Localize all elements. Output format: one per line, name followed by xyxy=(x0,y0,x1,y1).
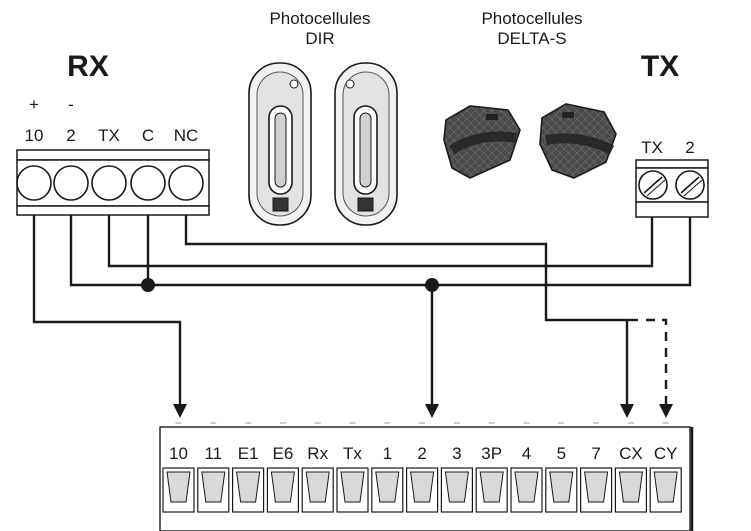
board-terminal-label-e6: E6 xyxy=(273,444,294,463)
board-terminal-clamp-cx xyxy=(618,471,643,503)
board-terminal-label-3: 3 xyxy=(452,444,461,463)
control-board-strip: 10 11 E1 E6 Rx Tx 1 2 3 3P 4 5 7 CX CY xyxy=(159,422,694,531)
rx-screw-nc xyxy=(168,165,204,201)
photocell-dir-left xyxy=(248,62,312,226)
board-terminal-label-3p: 3P xyxy=(481,444,502,463)
board-terminal-label-tx: Tx xyxy=(343,444,362,463)
arrow-to-cy xyxy=(659,404,673,418)
board-terminal-label-cx: CX xyxy=(619,444,643,463)
board-terminal-clamp-5 xyxy=(549,471,574,503)
board-terminal-clamp-tx xyxy=(340,471,365,503)
wire-rx-10-to-10 xyxy=(32,215,182,405)
board-terminal-label-5: 5 xyxy=(557,444,566,463)
board-terminal-label-1: 1 xyxy=(383,444,392,463)
board-terminal-label-cy: CY xyxy=(654,444,678,463)
rx-polarity-plus: + xyxy=(29,95,39,114)
arrow-to-cx xyxy=(620,404,634,418)
board-terminal-clamp-3p xyxy=(479,471,504,503)
board-terminal-label-10: 10 xyxy=(169,444,188,463)
photocell-delta-left xyxy=(443,105,521,179)
board-terminal-label-4: 4 xyxy=(522,444,531,463)
wire-rx-2-to-tx-2 xyxy=(69,215,692,287)
board-terminal-clamp-10 xyxy=(166,471,191,503)
arrow-to-10 xyxy=(173,404,187,418)
rx-screw-2 xyxy=(53,165,89,201)
rx-terminal-label-2: 2 xyxy=(66,126,75,145)
photocell-delta-right xyxy=(539,103,617,179)
board-terminal-clamp-1 xyxy=(375,471,400,503)
rx-title: RX xyxy=(67,50,109,83)
rx-screw-c xyxy=(130,165,166,201)
junction-dot-left xyxy=(141,278,155,292)
board-terminal-clamp-rx xyxy=(305,471,330,503)
board-terminal-label-rx: Rx xyxy=(307,444,328,463)
board-terminal-label-e1: E1 xyxy=(238,444,259,463)
rx-terminal-label-c: C xyxy=(142,126,154,145)
tx-terminal-label-tx: TX xyxy=(641,138,663,157)
wires xyxy=(32,215,692,418)
photocell-dir-right xyxy=(334,62,398,226)
wire-rx-nc-to-cx xyxy=(184,215,629,405)
board-terminal-clamp-3 xyxy=(444,471,469,503)
photocell-dir-caption-line1: Photocellules xyxy=(269,9,370,28)
board-terminal-clamp-7 xyxy=(584,471,609,503)
tx-terminal-label-2: 2 xyxy=(685,138,694,157)
arrow-to-2 xyxy=(425,404,439,418)
board-terminal-clamp-e6 xyxy=(270,471,295,503)
board-terminal-label-11: 11 xyxy=(204,444,222,463)
photocell-delta-caption-line2: DELTA-S xyxy=(497,29,566,48)
photocell-dir-caption-line2: DIR xyxy=(305,29,334,48)
wire-cy-dashed xyxy=(646,318,668,405)
board-terminal-clamp-cy xyxy=(653,471,678,503)
rx-terminal-label-10: 10 xyxy=(25,126,44,145)
board-terminal-clamp-e1 xyxy=(236,471,261,503)
rx-terminal-block xyxy=(16,149,210,216)
rx-polarity-minus: - xyxy=(68,95,74,114)
board-terminal-clamp-2 xyxy=(410,471,435,503)
board-terminal-clamp-11 xyxy=(201,471,226,503)
junction-dot-right xyxy=(425,278,439,292)
tx-title: TX xyxy=(641,50,679,83)
rx-screw-tx xyxy=(91,165,127,201)
rx-terminal-label-nc: NC xyxy=(174,126,199,145)
board-terminal-label-2: 2 xyxy=(417,444,426,463)
board-terminal-clamp-4 xyxy=(514,471,539,503)
board-terminal-label-7: 7 xyxy=(591,444,600,463)
tx-terminal-block xyxy=(635,159,709,218)
rx-screw-10 xyxy=(16,165,52,201)
photocell-delta-caption-line1: Photocellules xyxy=(481,9,582,28)
rx-terminal-label-tx: TX xyxy=(98,126,120,145)
wire-rx-tx-to-tx-tx xyxy=(107,215,654,268)
